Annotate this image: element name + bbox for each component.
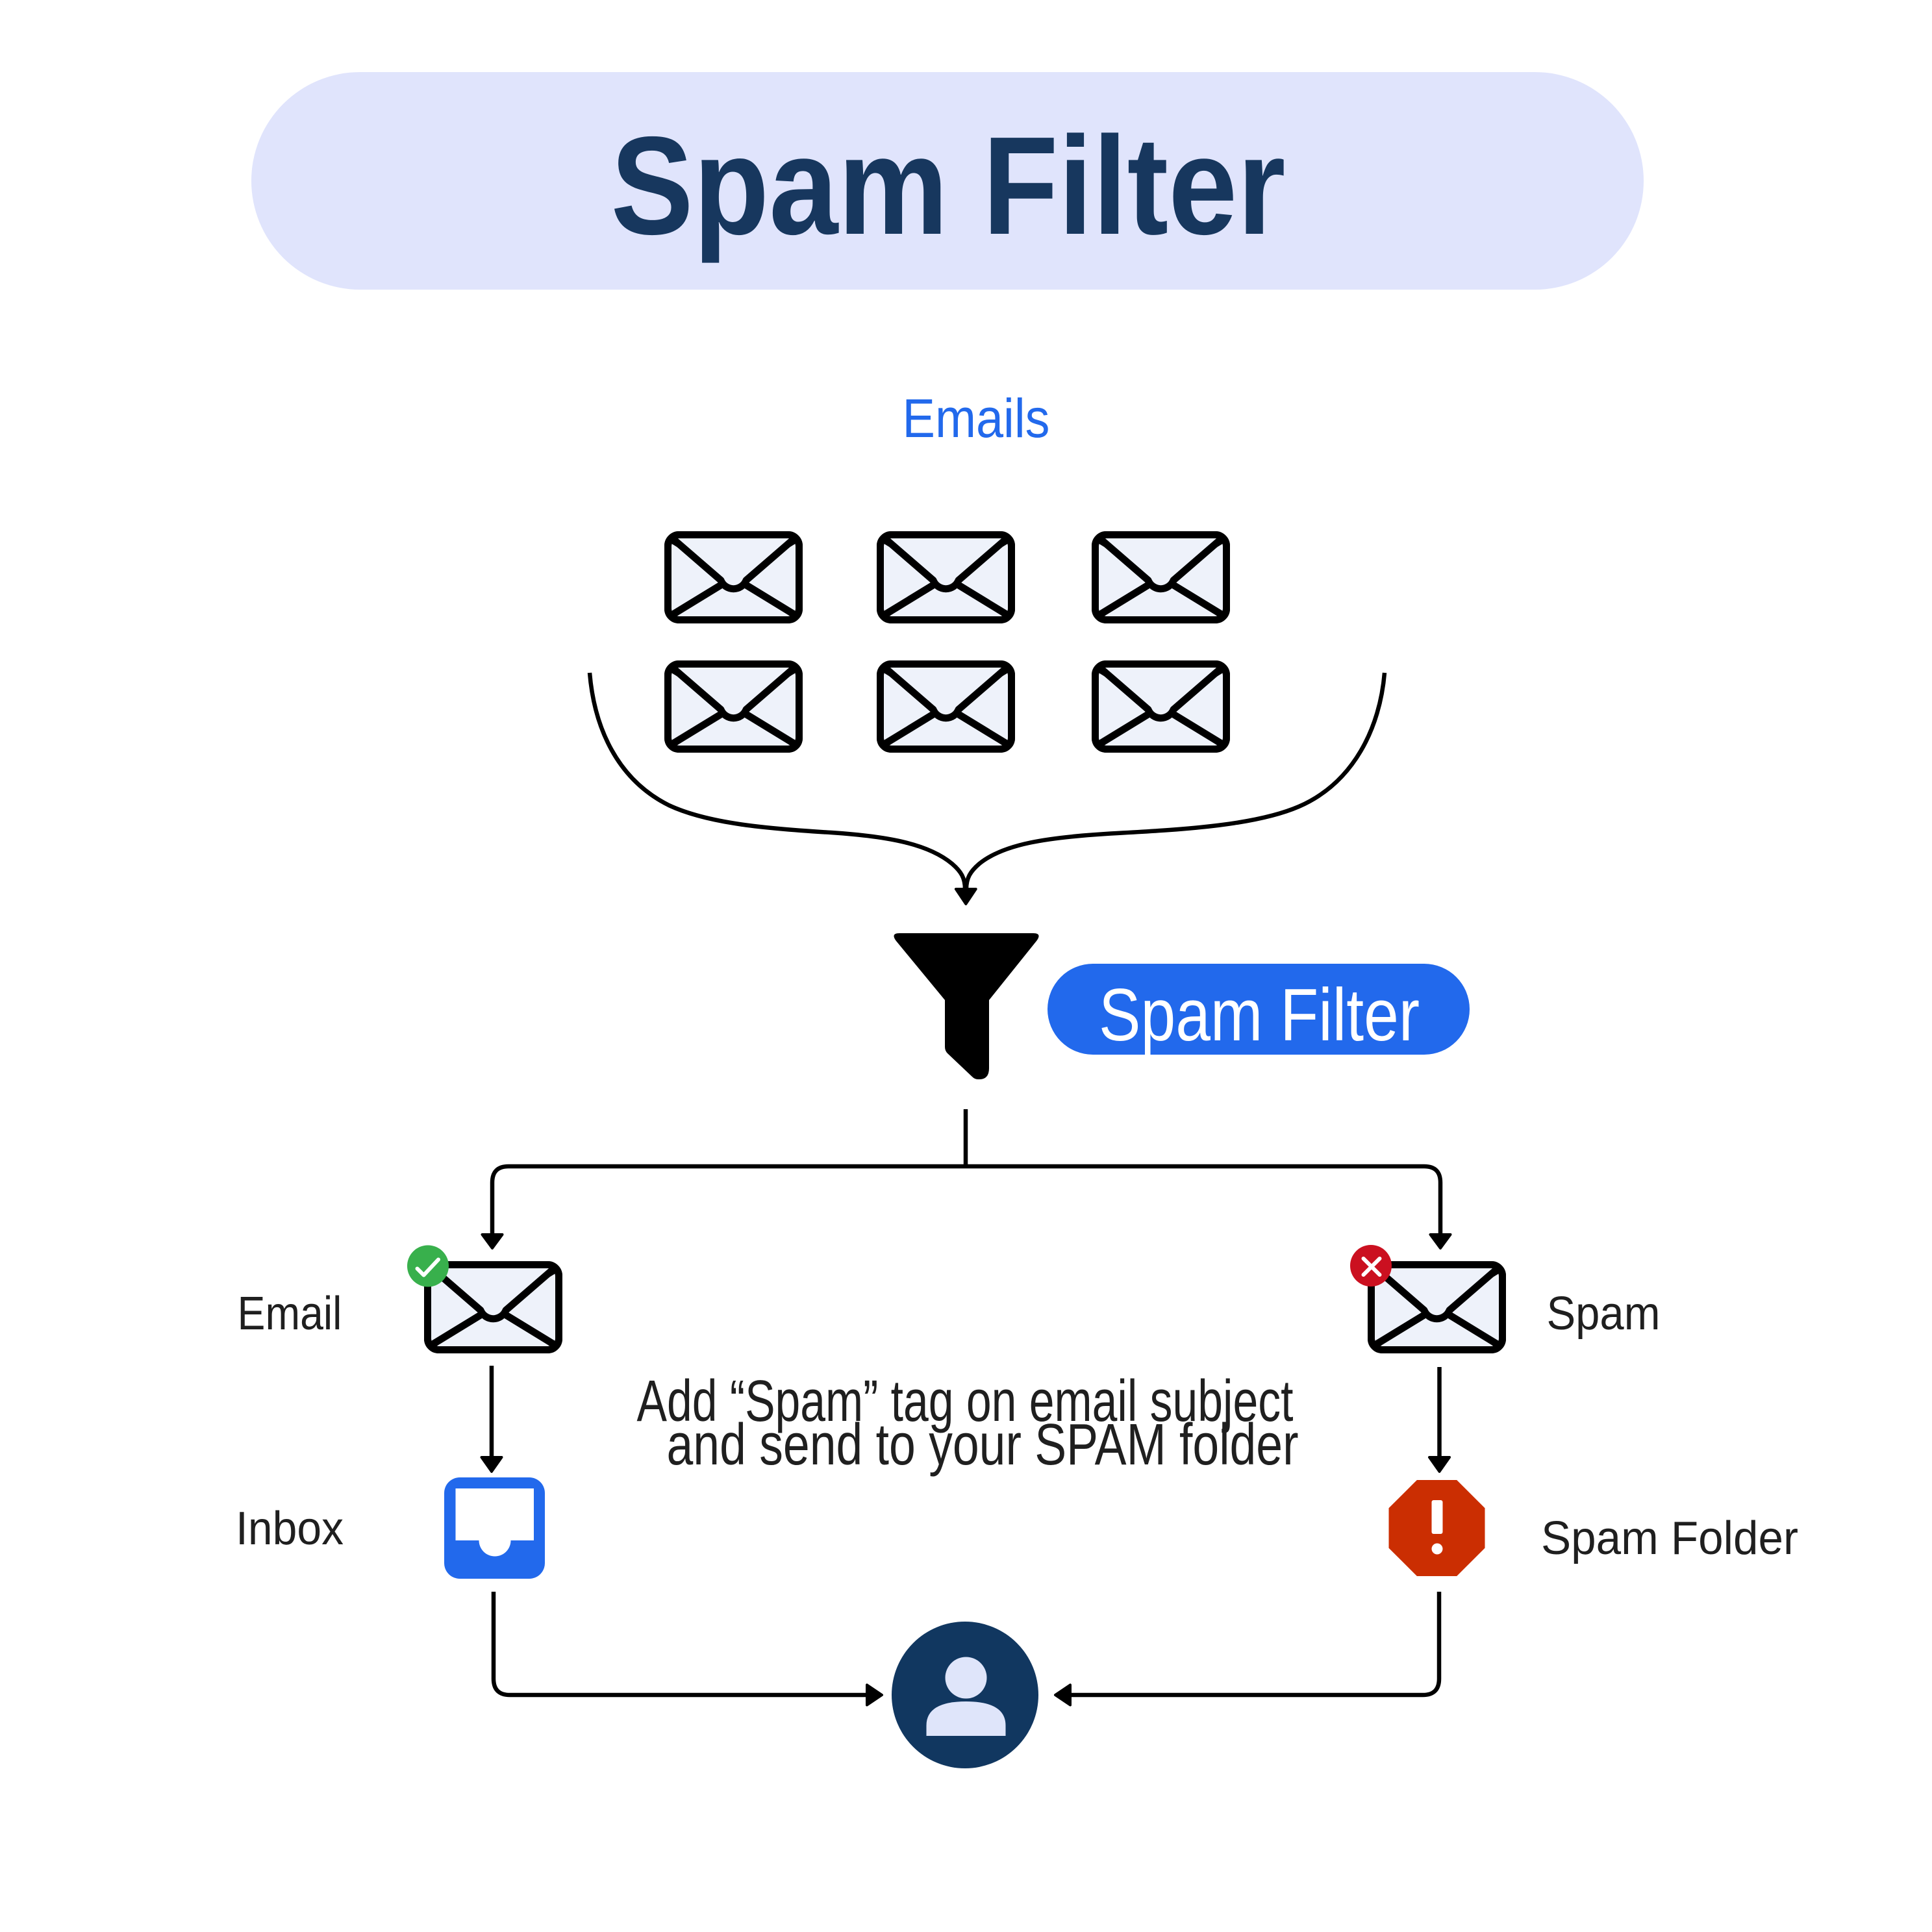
svg-text:Spam Filter: Spam Filter: [1099, 974, 1420, 1057]
svg-text:Spam: Spam: [1547, 1288, 1661, 1340]
svg-text:Spam Filter: Spam Filter: [611, 107, 1286, 264]
svg-text:Email: Email: [238, 1288, 342, 1340]
svg-text:Spam Folder: Spam Folder: [1541, 1512, 1798, 1564]
svg-text:Add “Spam” tag on email subjec: Add “Spam” tag on email subject: [637, 1369, 1294, 1434]
svg-text:Emails: Emails: [903, 388, 1050, 449]
svg-text:Inbox: Inbox: [236, 1503, 344, 1555]
svg-text:and send to your SPAM folder: and send to your SPAM folder: [667, 1412, 1299, 1477]
